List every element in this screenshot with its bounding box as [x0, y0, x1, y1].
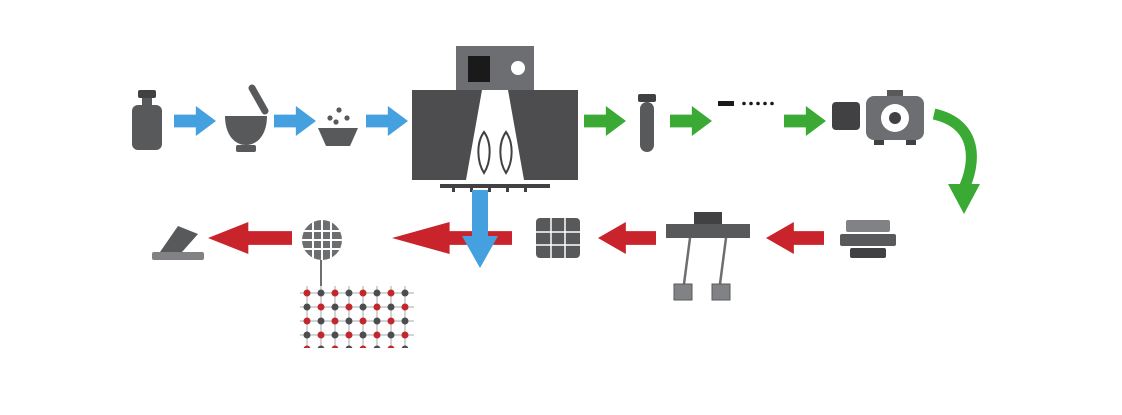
mini-furnace-icon	[866, 90, 924, 145]
lead-wire-right	[718, 237, 728, 285]
bottle-cap	[138, 90, 156, 98]
product-vial-icon	[638, 94, 656, 152]
quartz-boat-left	[477, 130, 491, 175]
lattice-connector-line	[320, 260, 322, 286]
electrode-device-icon	[666, 212, 750, 301]
quartz-boat-right	[499, 130, 513, 175]
reagent-bottle-icon	[132, 90, 162, 150]
mortar-pestle-icon	[225, 84, 269, 152]
contact-pad-right	[711, 283, 731, 301]
arrow-green-right-1-icon	[584, 106, 626, 136]
flake-substrate	[152, 252, 204, 260]
lattice-inset	[300, 286, 414, 348]
flake	[160, 226, 198, 252]
pestle	[248, 84, 269, 115]
substrate-dash	[718, 101, 734, 106]
vial-body	[640, 102, 654, 152]
arrow-blue-right-1-icon	[174, 106, 216, 136]
crystal-flake-icon	[152, 226, 204, 260]
furnace-base-bar	[440, 184, 550, 188]
substrate-chip-icon	[832, 102, 860, 130]
arrow-red-left-2-icon	[598, 222, 656, 254]
device-substrate	[666, 224, 750, 238]
crucible-powder-icon	[318, 107, 358, 146]
crucible-boat	[318, 128, 358, 146]
device-die	[694, 212, 722, 224]
tem-grid-icon	[302, 220, 342, 260]
arrow-red-left-1-icon	[766, 222, 824, 254]
arrow-green-right-3-icon	[784, 106, 826, 136]
lead-wire-left	[682, 237, 692, 285]
mortar-bowl	[225, 116, 267, 145]
lattice-atoms	[300, 286, 414, 348]
tube-furnace-icon	[412, 46, 578, 192]
green-curved-down-arrow-icon	[932, 108, 980, 214]
controller-knob	[511, 61, 525, 75]
contact-pad-left	[673, 283, 693, 301]
furnace-body-right	[508, 90, 578, 180]
arrow-blue-right-3-icon	[366, 106, 408, 136]
furnace-body-left	[412, 90, 482, 180]
substrate-dash-dots-icon	[718, 101, 774, 106]
sample-stack-icon	[840, 220, 896, 258]
arrow-blue-right-2-icon	[274, 106, 316, 136]
blue-down-arrow-icon	[462, 190, 498, 268]
arrow-green-right-2-icon	[670, 106, 712, 136]
arrow-red-left-4-icon	[208, 222, 292, 254]
chip-grid-icon	[536, 218, 580, 258]
bottle-body	[132, 105, 162, 150]
controller-display	[468, 56, 490, 82]
